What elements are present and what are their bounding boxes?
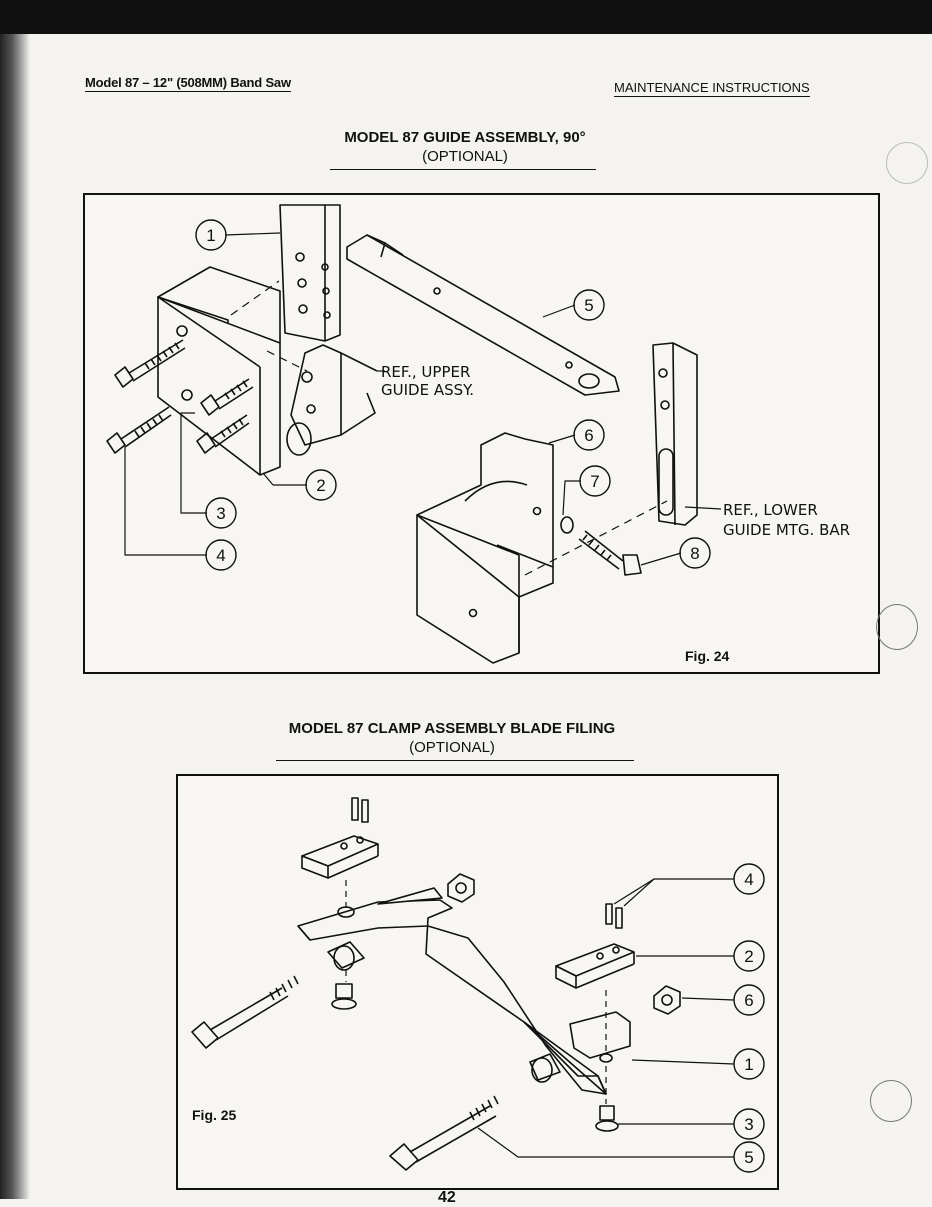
scan-top-edge [0, 0, 932, 34]
fig25-label: Fig. 25 [192, 1107, 237, 1123]
fig24-callout-1: 1 [206, 226, 215, 245]
fig25-callout-1: 1 [744, 1055, 753, 1074]
fig24-title-rule [330, 169, 596, 170]
figure-24: 1 2 3 4 5 6 7 8 REF., UPPER GUIDE ASSY. … [83, 193, 880, 674]
fig24-subtitle: (OPTIONAL) [422, 148, 508, 165]
fig24-label: Fig. 24 [685, 648, 730, 664]
fig24-ref-upper-line2: GUIDE ASSY. [381, 381, 474, 399]
fig25-callout-4: 4 [744, 870, 753, 889]
fig24-callout-3: 3 [216, 504, 225, 523]
fig25-drawing: 4 2 6 1 3 5 [191, 797, 765, 1173]
fig25-subtitle: (OPTIONAL) [409, 739, 495, 756]
header-model: Model 87 – 12" (508MM) Band Saw [85, 75, 291, 92]
header-section: MAINTENANCE INSTRUCTIONS [614, 80, 810, 97]
binder-hole-bottom [870, 1080, 912, 1122]
fig25-callout-3: 3 [744, 1115, 753, 1134]
scan-binding-edge [0, 34, 30, 1199]
fig24-title-text: MODEL 87 GUIDE ASSEMBLY, 90° [344, 129, 586, 146]
fig24-ref-lower-line1: REF., LOWER [723, 501, 818, 519]
fig24-callout-5: 5 [584, 296, 593, 315]
binder-hole-middle [876, 604, 918, 650]
fig24-ref-upper-line1: REF., UPPER [381, 363, 470, 381]
fig24-callout-7: 7 [590, 472, 599, 491]
fig25-title: MODEL 87 CLAMP ASSEMBLY BLADE FILING (OP… [262, 719, 642, 757]
fig24-callout-4: 4 [216, 546, 225, 565]
page-number: 42 [438, 1189, 456, 1206]
fig25-title-text: MODEL 87 CLAMP ASSEMBLY BLADE FILING [288, 720, 616, 737]
fig24-callout-8: 8 [690, 544, 699, 563]
fig24-ref-lower-line2: GUIDE MTG. BAR [723, 521, 850, 539]
fig25-callout-6: 6 [744, 991, 753, 1010]
fig25-title-rule [276, 760, 634, 761]
fig24-callout-6: 6 [584, 426, 593, 445]
fig24-drawing: 1 2 3 4 5 6 7 8 REF., UPPER GUIDE ASSY. … [106, 204, 850, 664]
fig24-callout-2: 2 [316, 476, 325, 495]
fig25-callout-2: 2 [744, 947, 753, 966]
binder-hole-top [886, 142, 928, 184]
figure-25: 4 2 6 1 3 5 Fig. 25 [176, 774, 779, 1190]
fig24-title: MODEL 87 GUIDE ASSEMBLY, 90° (OPTIONAL) [300, 128, 630, 166]
fig25-callout-5: 5 [744, 1148, 753, 1167]
